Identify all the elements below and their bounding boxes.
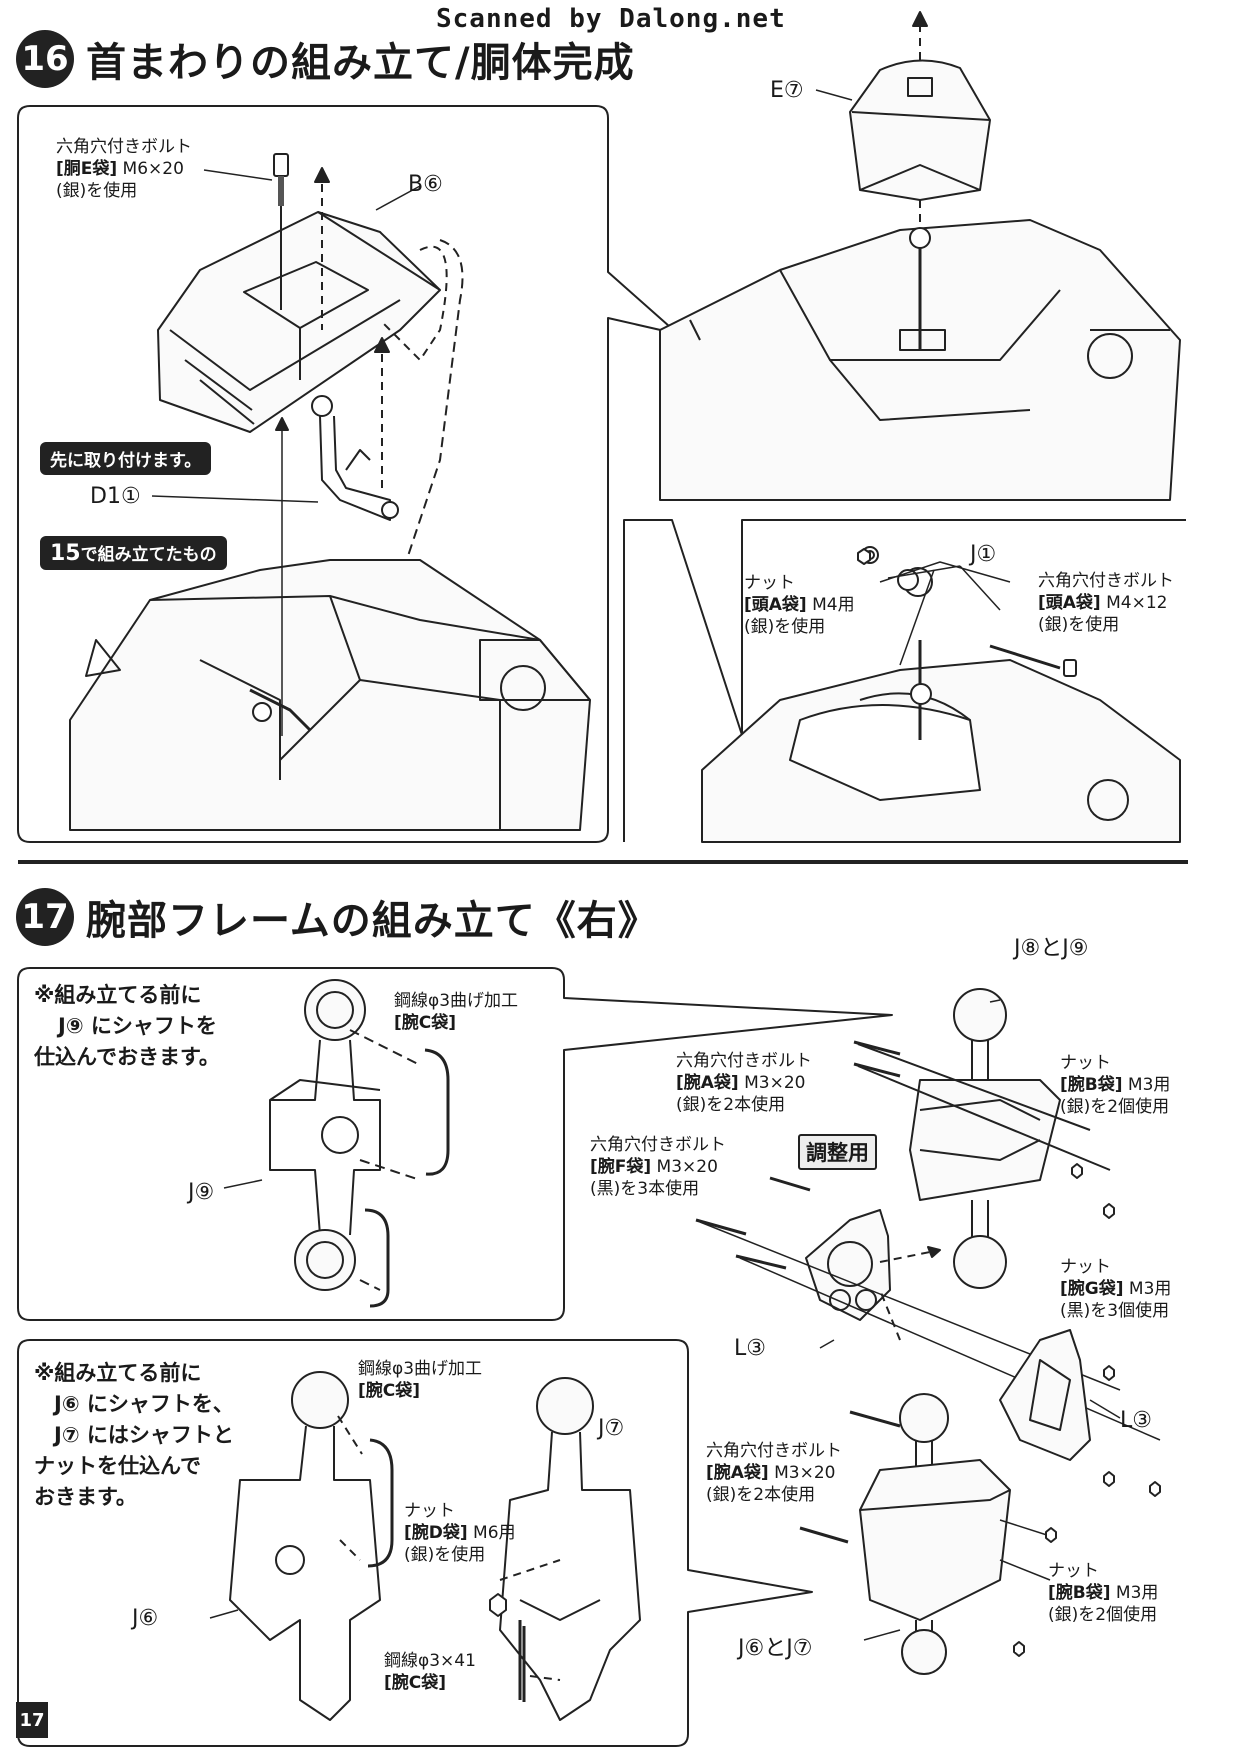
nuts-arm-b-lower	[1013, 1527, 1057, 1657]
bolt-arm-f-label: 六角穴付きボルト [腕F袋] M3×20 (黒)を3本使用	[590, 1135, 726, 1199]
bolts-arm-a-lower	[799, 1410, 901, 1544]
note-j9-shaft: ※組み立てる前に J⑨ にシャフトを 仕込んでおきます。	[34, 983, 220, 1069]
arrow-up-d1-head	[374, 337, 390, 353]
step16-inset-frame	[623, 519, 1186, 842]
bolt-arm-a-lower-label: 六角穴付きボルト [腕A袋] M3×20 (銀)を2本使用	[706, 1441, 842, 1505]
inset-nut-m4-label: ナット [頭A袋] M4用 (銀)を使用	[744, 573, 855, 637]
tag-from-step15: 15で組み立てたもの	[40, 536, 227, 570]
step16-heading: 16 首まわりの組み立て/胴体完成	[16, 30, 635, 88]
step16-detail-callout	[17, 105, 679, 843]
part-e7-label: E⑦	[770, 78, 804, 103]
nut-arm-g-label: ナット [腕G袋] M3用 (黒)を3個使用	[1060, 1257, 1172, 1321]
wire-phi3x41-label: 鋼線φ3×41 [腕C袋]	[384, 1651, 476, 1693]
inset-nut-m4	[857, 548, 871, 565]
bolt-m6x20	[273, 153, 289, 310]
nuts-arm-b	[1071, 1163, 1115, 1219]
nuts-arm-g	[1103, 1365, 1161, 1497]
torso-assembly-15	[69, 417, 591, 831]
arm-assembly-upper	[857, 988, 1111, 1289]
torso-complete	[659, 219, 1181, 501]
arrow-up-b6-head	[314, 167, 330, 183]
neck-joint-d1	[311, 395, 399, 521]
dashed-arrow-up-lower	[879, 1289, 901, 1341]
part-d1-label: D1①	[90, 484, 141, 509]
arm-frame-j7	[489, 1377, 641, 1721]
collar-piece-b6	[157, 211, 448, 433]
step17-note-box-b	[17, 1339, 813, 1747]
part-l3-right-label: L③	[1120, 1408, 1152, 1433]
part-j6-j7-label: J⑥とJ⑦	[738, 1636, 813, 1661]
part-j7-label: J⑦	[598, 1416, 625, 1441]
step17-heading: 17 腕部フレームの組み立て《右》	[16, 888, 659, 946]
arm-frame-j6	[229, 1371, 394, 1721]
note-j6-j7-shaft: ※組み立てる前に J⑥ にシャフトを、 J⑦ にはシャフトと ナットを仕込んで …	[34, 1361, 234, 1509]
inset-bolt-m4x12-label: 六角穴付きボルト [頭A袋] M4×12 (銀)を使用	[1038, 571, 1174, 635]
page-number: 17	[16, 1702, 48, 1738]
elbow-plate-l3-right	[999, 1329, 1091, 1461]
nut-m6	[489, 1593, 507, 1617]
head-e7	[849, 11, 991, 232]
inset-head-mounting	[701, 546, 1181, 843]
adjust-tag: 調整用	[798, 1134, 877, 1170]
bolts-arm-a	[853, 1040, 901, 1078]
part-j1-label: J①	[970, 542, 997, 567]
nut-arm-d-label: ナット [腕D袋] M6用 (銀)を使用	[404, 1501, 516, 1565]
part-b6-label: B⑥	[408, 172, 443, 197]
wire-bent-label-a: 鋼線φ3曲げ加工 [腕C袋]	[394, 991, 519, 1033]
part-j6-label: J⑥	[132, 1606, 159, 1631]
tag-attach-first: 先に取り付けます。	[40, 442, 212, 475]
elbow-plate-l3-left	[805, 1209, 891, 1321]
step17-note-box-a	[17, 967, 893, 1321]
arm-frame-j9	[269, 979, 450, 1308]
nut-arm-b-lower-label: ナット [腕B袋] M3用 (銀)を2個使用	[1048, 1561, 1159, 1625]
wire-bent-label-b: 鋼線φ3曲げ加工 [腕C袋]	[358, 1359, 483, 1401]
bolt-arm-a-label: 六角穴付きボルト [腕A袋] M3×20 (銀)を2本使用	[676, 1051, 812, 1115]
part-j9-label: J⑨	[188, 1180, 215, 1205]
scan-credit: Scanned by Dalong.net	[436, 4, 786, 34]
arm-assembly-lower	[859, 1393, 1051, 1675]
part-j8-j9-label: J⑧とJ⑨	[1014, 936, 1089, 961]
step16-number: 16	[16, 30, 74, 88]
step17-title: 腕部フレームの組み立て《右》	[86, 898, 659, 944]
dashed-arrow-l3	[879, 1249, 941, 1263]
bolt-m6x20-label: 六角穴付きボルト [胴E袋] M6×20 (銀)を使用	[56, 137, 192, 201]
step17-number: 17	[16, 888, 74, 946]
part-l3-left-label: L③	[734, 1336, 766, 1361]
bolts-arm-f	[695, 1176, 811, 1270]
nut-arm-b-label: ナット [腕B袋] M3用 (銀)を2個使用	[1060, 1053, 1171, 1117]
step16-title: 首まわりの組み立て/胴体完成	[86, 40, 635, 86]
